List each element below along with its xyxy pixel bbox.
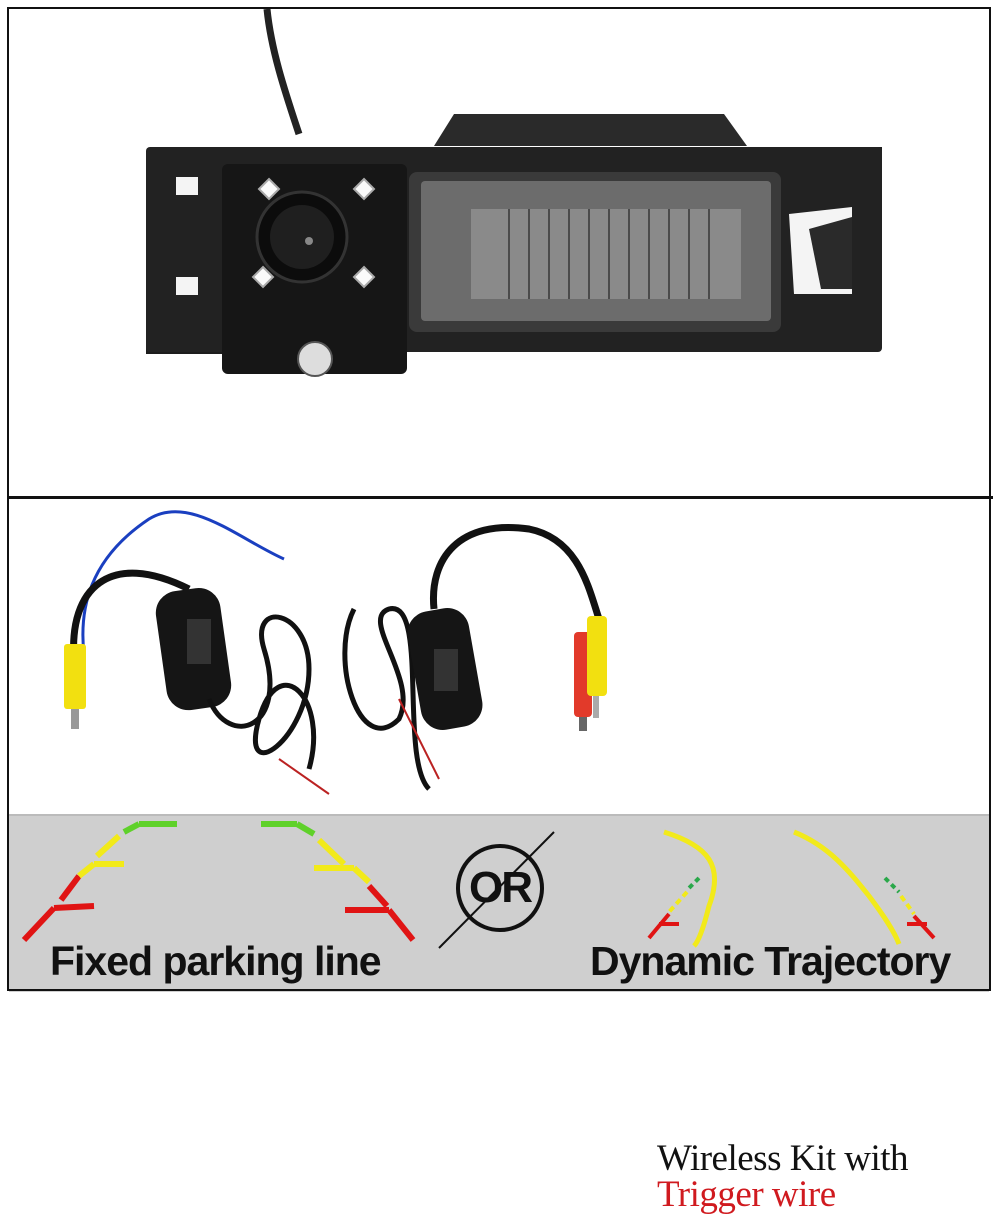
caption-line-1: Wireless Kit with	[657, 1138, 909, 1179]
fixed-parking-line-label: Fixed parking line	[50, 938, 382, 984]
panel-divider	[7, 496, 993, 499]
caption-line-2: Trigger wire	[657, 1174, 836, 1215]
wireless-kit-caption: Wireless Kit with Trigger wire	[657, 1138, 909, 1215]
or-label: OR	[469, 863, 533, 912]
dynamic-trajectory-label: Dynamic Trajectory	[590, 938, 951, 984]
wireless-kit-illustration	[64, 510, 607, 795]
guidelines-panel: OR	[9, 814, 989, 992]
or-separator: OR	[456, 844, 544, 932]
parking-lines-illustration	[21, 821, 936, 949]
outer-frame	[7, 7, 991, 991]
camera-panel	[9, 9, 989, 497]
camera-illustration	[146, 9, 882, 377]
